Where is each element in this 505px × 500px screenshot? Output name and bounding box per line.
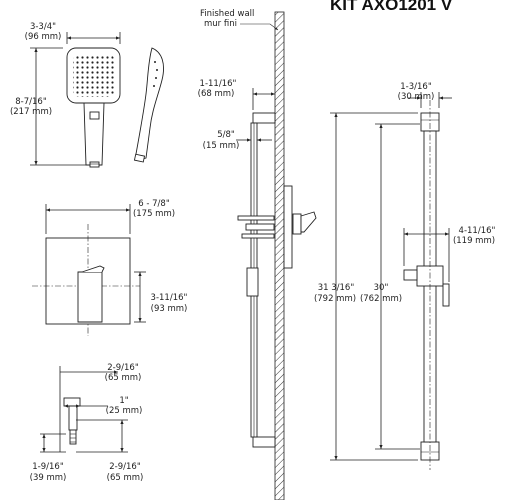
slider-projection-metric: (119 mm) — [453, 236, 495, 246]
bar-offset-imperial: 1-11/16" — [200, 79, 237, 89]
slider-projection-imperial: 4-11/16" — [459, 226, 496, 236]
bar-length-imperial: 30" — [374, 283, 389, 293]
handshower-side — [133, 47, 164, 163]
bar-offset-metric: (68 mm) — [198, 89, 235, 99]
bar-dia-imperial: 5/8" — [217, 130, 235, 140]
bar-dia-metric: (15 mm) — [203, 141, 240, 151]
wall-label-fr: mur fini — [204, 19, 237, 29]
trim-width-imperial: 6 - 7/8" — [138, 199, 170, 209]
handshower-length-metric: (217 mm) — [10, 107, 52, 117]
trim-depth-metric: (93 mm) — [151, 304, 188, 314]
handshower-width-metric: (96 mm) — [25, 32, 62, 42]
elbow-outlet-imperial: 1" — [119, 396, 128, 406]
kit-title: KIT AXO1201 V — [330, 0, 453, 14]
elbow-base-metric: (39 mm) — [30, 473, 67, 483]
elbow-projection-imperial: 2-9/16" — [107, 363, 139, 373]
finished-wall — [274, 11, 285, 500]
elbow-base-imperial: 1-9/16" — [32, 462, 64, 472]
slide-bar-front-view — [403, 100, 450, 470]
slide-bar-side-view — [237, 112, 317, 448]
elbow-height-metric: (65 mm) — [107, 473, 144, 483]
wall-label-en: Finished wall — [200, 9, 254, 19]
elbow-projection-metric: (65 mm) — [105, 373, 142, 383]
total-height-imperial: 31 3/16" — [318, 283, 355, 293]
bracket-width-imperial: 1-3/16" — [400, 82, 432, 92]
elbow-height-imperial: 2-9/16" — [109, 462, 141, 472]
bar-length-metric: (762 mm) — [360, 294, 402, 304]
handshower-front — [66, 47, 121, 168]
trim-plate — [32, 224, 140, 336]
trim-width-metric: (175 mm) — [133, 209, 175, 219]
wall-elbow — [59, 366, 81, 452]
bracket-width-metric: (30 mm) — [398, 92, 435, 102]
total-height-metric: (792 mm) — [314, 294, 356, 304]
handshower-length-imperial: 8-7/16" — [15, 97, 47, 107]
trim-depth-imperial: 3-11/16" — [151, 293, 188, 303]
handshower-width-imperial: 3-3/4" — [30, 22, 56, 32]
elbow-outlet-metric: (25 mm) — [106, 406, 143, 416]
